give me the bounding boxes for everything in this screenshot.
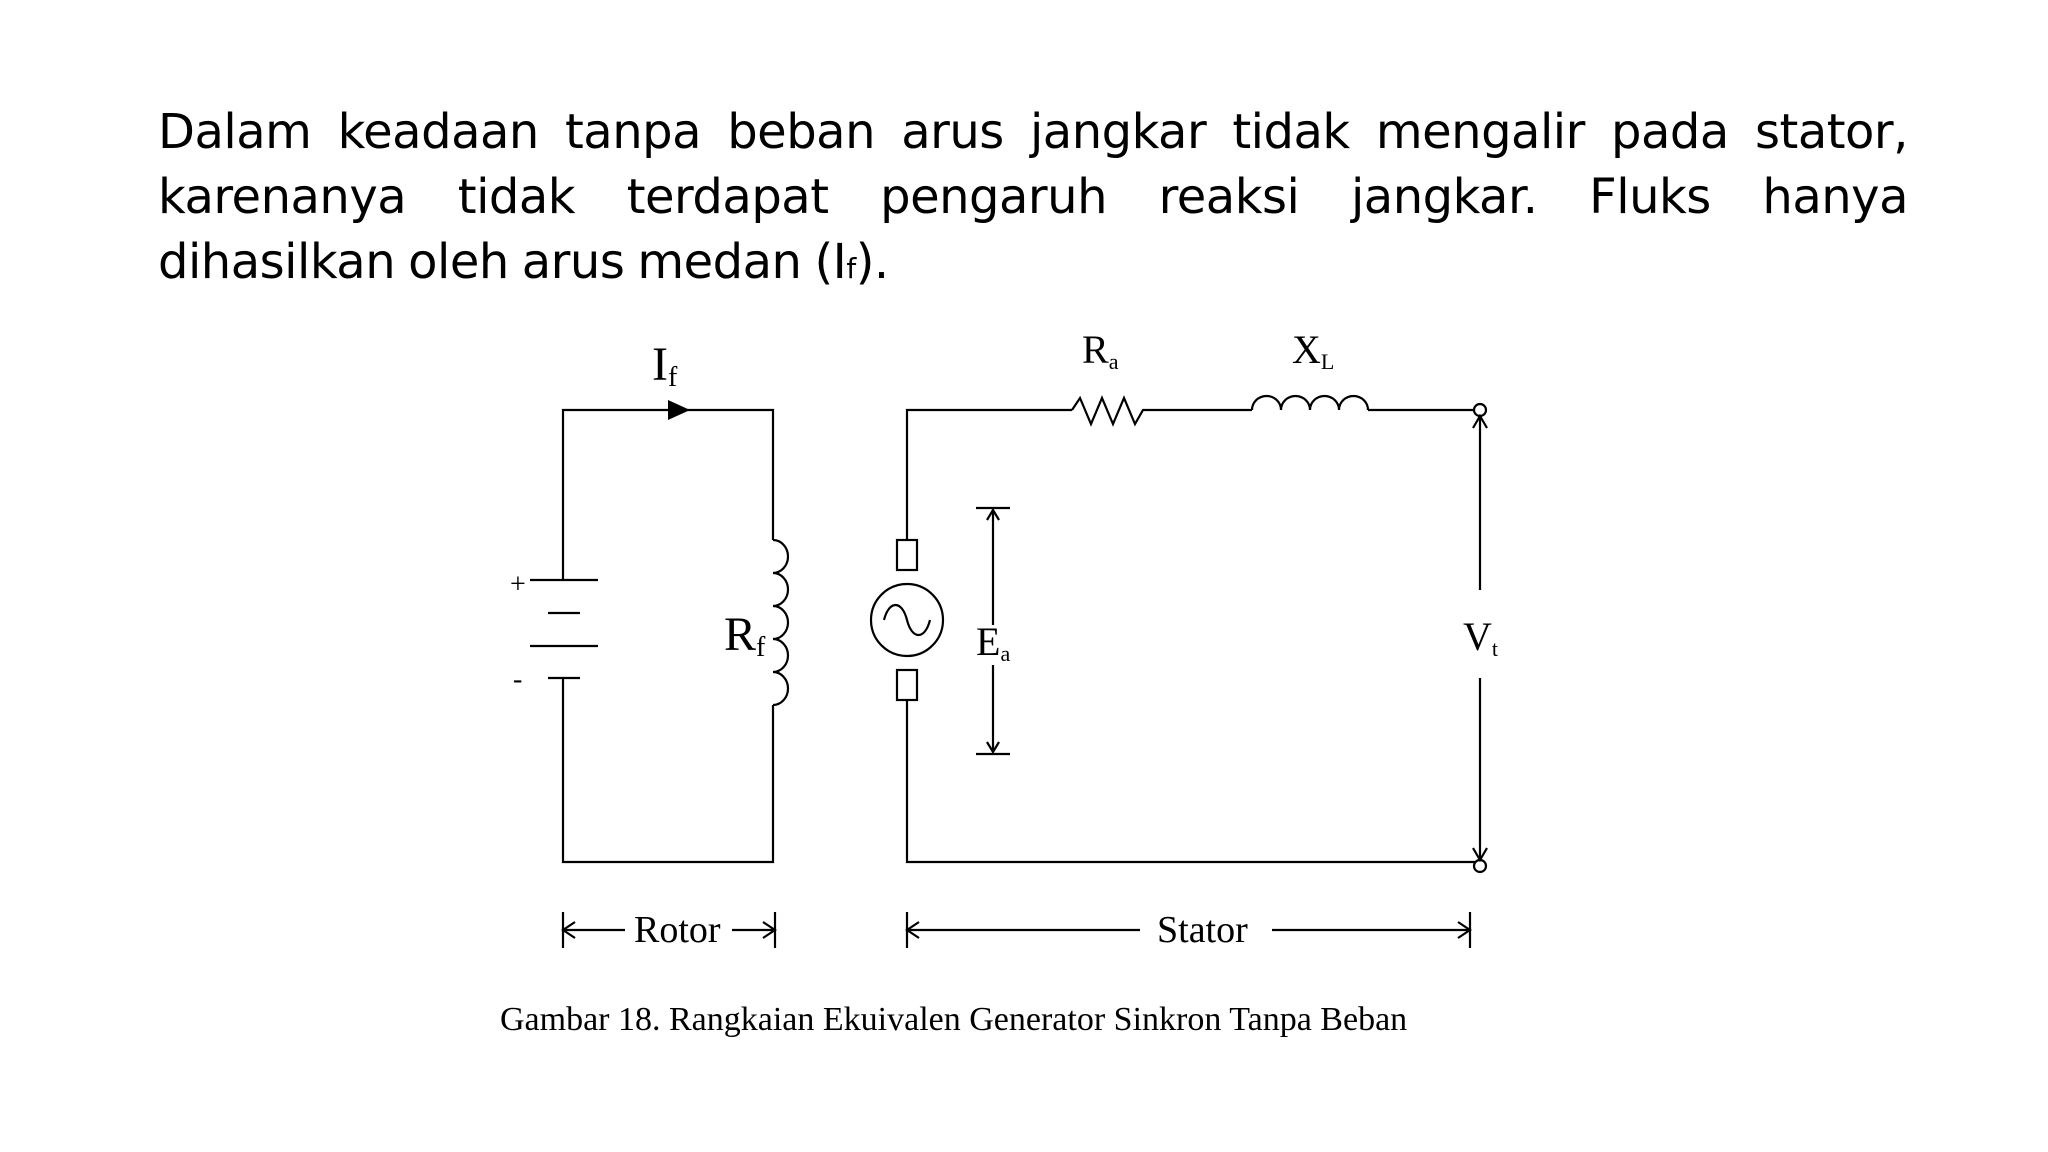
word: keadaan	[337, 104, 540, 160]
word: tidak	[1232, 104, 1350, 160]
terminal-voltage-label: Vt	[1463, 614, 1498, 661]
paren-close: ).	[855, 234, 889, 290]
battery-plus-sign: +	[510, 569, 526, 600]
word: oleh	[408, 234, 509, 290]
word: pengaruh	[880, 169, 1107, 225]
word: jangkar.	[1350, 169, 1538, 225]
word: karenanya	[158, 169, 407, 225]
reactance-inductor	[1250, 394, 1370, 411]
word: jangkar	[1029, 104, 1207, 160]
reactance-label: XL	[1292, 327, 1334, 374]
paren-open: (I	[814, 234, 847, 290]
paragraph-line-1: Dalam keadaan tanpa beban arus jangkar t…	[158, 100, 1908, 165]
word: arus	[521, 234, 625, 290]
armature-resistor	[1071, 395, 1148, 427]
generator-brush-top	[895, 538, 919, 572]
paragraph-line-2: karenanya tidak terdapat pengaruh reaksi…	[158, 165, 1908, 230]
emf-arrowhead	[986, 741, 1000, 755]
word: stator,	[1754, 104, 1908, 160]
word: medan	[637, 234, 802, 290]
word: reaksi	[1158, 169, 1300, 225]
battery-minus-sign: -	[513, 664, 522, 695]
word: mengalir	[1375, 104, 1586, 160]
generator-symbol	[869, 582, 945, 658]
stator-wire	[905, 408, 1475, 540]
word: Dalam	[158, 104, 312, 160]
stator-return-wire	[905, 700, 1475, 864]
rotor-label: Rotor	[634, 909, 721, 951]
word: beban	[727, 104, 876, 160]
rotor-dimension-arrowhead	[762, 921, 777, 939]
emf-arrowhead	[986, 507, 1000, 521]
field-current-arrowhead	[668, 400, 690, 420]
word: terdapat	[626, 169, 829, 225]
word: pada	[1611, 104, 1729, 160]
rotor-dimension-arrowhead	[561, 921, 576, 939]
field-resistance-label: Rf	[724, 608, 766, 663]
ac-wave-icon	[882, 603, 932, 637]
field-current-label: If	[652, 338, 678, 393]
word: hanya	[1762, 169, 1908, 225]
voltage-arrowhead	[1472, 847, 1488, 863]
word: tidak	[457, 169, 576, 225]
armature-resistance-label: Ra	[1082, 327, 1119, 374]
voltage-arrowhead	[1472, 413, 1488, 429]
stator-dimension-arrowhead	[905, 921, 920, 939]
field-current-symbol: (If).	[814, 230, 889, 301]
body-paragraph: Dalam keadaan tanpa beban arus jangkar t…	[158, 100, 1908, 301]
emf-label: Ea	[976, 619, 1010, 666]
word: tanpa	[564, 104, 702, 160]
word: arus	[901, 104, 1004, 160]
subscript: f	[846, 252, 856, 285]
word: Fluks	[1589, 169, 1711, 225]
stator-dimension-arrowhead	[1457, 921, 1472, 939]
stator-label: Stator	[1157, 909, 1248, 951]
field-winding-coil	[772, 538, 790, 707]
paragraph-line-3: dihasilkan oleh arus medan (If).	[158, 230, 1908, 301]
figure-caption: Gambar 18. Rangkaian Ekuivalen Generator…	[500, 1001, 1407, 1038]
generator-brush-bottom	[895, 668, 919, 702]
word: dihasilkan	[158, 234, 396, 290]
